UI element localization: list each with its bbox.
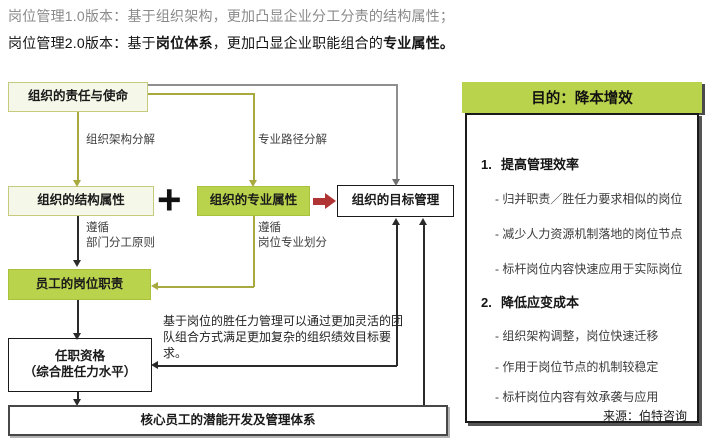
node-professional-attribute: 组织的专业属性 [197,186,310,216]
purpose-panel: 1. 提高管理效率 - 归并职责／胜任力要求相似的岗位 - 减少人力资源机制落地的… [465,113,699,423]
arrowhead-up-target-right-icon [419,218,427,225]
qualification-line-1: 任职资格 [54,349,105,364]
competency-note: 基于岗位的胜任力管理可以通过更加灵活的团队组合方式满足更加复杂的组织绩效目标要求… [163,314,404,360]
purpose-item: - 归并职责／胜任力要求相似的岗位 [495,192,683,206]
connector-professional-duty-h [158,286,254,288]
arrowhead-up-target-left-icon [392,218,400,225]
purpose-section-1-heading: 1. 提高管理效率 [481,154,579,173]
arrowhead-down-potential-icon [73,399,81,406]
node-mission: 组织的责任与使命 [8,82,148,112]
connector-mission-target-v [396,84,398,179]
node-potential-development: 核心员工的潜能开发及管理体系 [8,405,448,436]
connector-mission-structural [77,112,79,180]
arrowhead-down-structural-icon [73,180,81,187]
arrowhead-down-qualification-icon [73,333,81,340]
connector-duty-qualification [77,300,79,333]
purpose-section-1-number: 1. [481,157,492,172]
intro-line-2-mid: ，更加凸显企业职能组合的 [212,35,384,51]
label-follow2-line2: 岗位专业划分 [258,236,327,249]
qualification-line-2: （综合胜任力水平） [23,365,137,379]
purpose-item: - 标杆岗位内容快速应用于实际岗位 [495,262,683,276]
red-arrow-head-icon [325,193,336,209]
node-target-management: 组织的目标管理 [337,185,454,217]
connector-target-qualification-v [396,224,398,366]
connector-potential-target [423,224,425,405]
label-follow1-line1: 遵循 [86,222,109,234]
intro-line-2: 岗位管理2.0版本：基于岗位体系，更加凸显企业职能组合的专业属性。 [8,33,454,53]
node-qualification: 任职资格 （综合胜任力水平） [8,338,152,392]
label-follow-specialization: 遵循岗位专业划分 [258,221,327,251]
intro-line-1: 岗位管理1.0版本：基于组织架构，更加凸显企业分工分责的结构属性； [8,8,455,24]
purpose-section-2-title: 降低应变成本 [501,295,580,310]
label-follow1-line2: 部门分工原则 [86,236,155,249]
connector-qualification-potential [77,392,79,399]
plus-sign: + [157,176,182,223]
node-job-duty: 员工的岗位职责 [8,269,151,300]
connector-mission-professional-h [148,93,254,95]
purpose-item: - 标杆岗位内容有效承袭与应用 [495,390,659,404]
purpose-section-1-title: 提高管理效率 [501,157,580,172]
arrowhead-left-qualification-icon [151,361,158,369]
purpose-item: - 组织架构调整，岗位快速迁移 [495,329,659,343]
label-org-decompose: 组织架构分解 [86,134,155,146]
arrowhead-down-professional-icon [249,180,257,187]
connector-mission-target-h [148,84,397,86]
connector-mission-professional-v [253,93,255,180]
intro-line-2-prefix: 岗位管理2.0版本：基于 [8,35,156,51]
node-structural-attribute: 组织的结构属性 [8,186,154,216]
label-follow2-line1: 遵循 [258,222,281,234]
intro-line-2-bold-1: 岗位体系 [155,35,213,51]
purpose-section-2-heading: 2. 降低应变成本 [481,292,579,311]
purpose-section-2-number: 2. [481,295,492,310]
purpose-item: - 减少人力资源机制落地的岗位节点 [495,227,683,241]
purpose-panel-title: 目的：降本增效 [462,82,702,113]
red-arrow-shaft [313,198,325,205]
connector-structural-duty [77,216,79,260]
source-credit: 来源：伯特咨询 [602,409,687,423]
connector-professional-duty-v [253,216,255,287]
arrowhead-down-target-icon [392,179,400,186]
purpose-item: - 作用于岗位节点的机制较稳定 [495,360,659,374]
arrowhead-left-duty-icon [151,282,158,290]
arrowhead-down-duty-icon [73,260,81,267]
label-prof-decompose: 专业路径分解 [258,134,327,146]
connector-target-qualification-h [158,365,397,367]
intro-line-2-bold-2: 专业属性。 [383,35,455,51]
label-follow-division: 遵循部门分工原则 [86,221,155,251]
